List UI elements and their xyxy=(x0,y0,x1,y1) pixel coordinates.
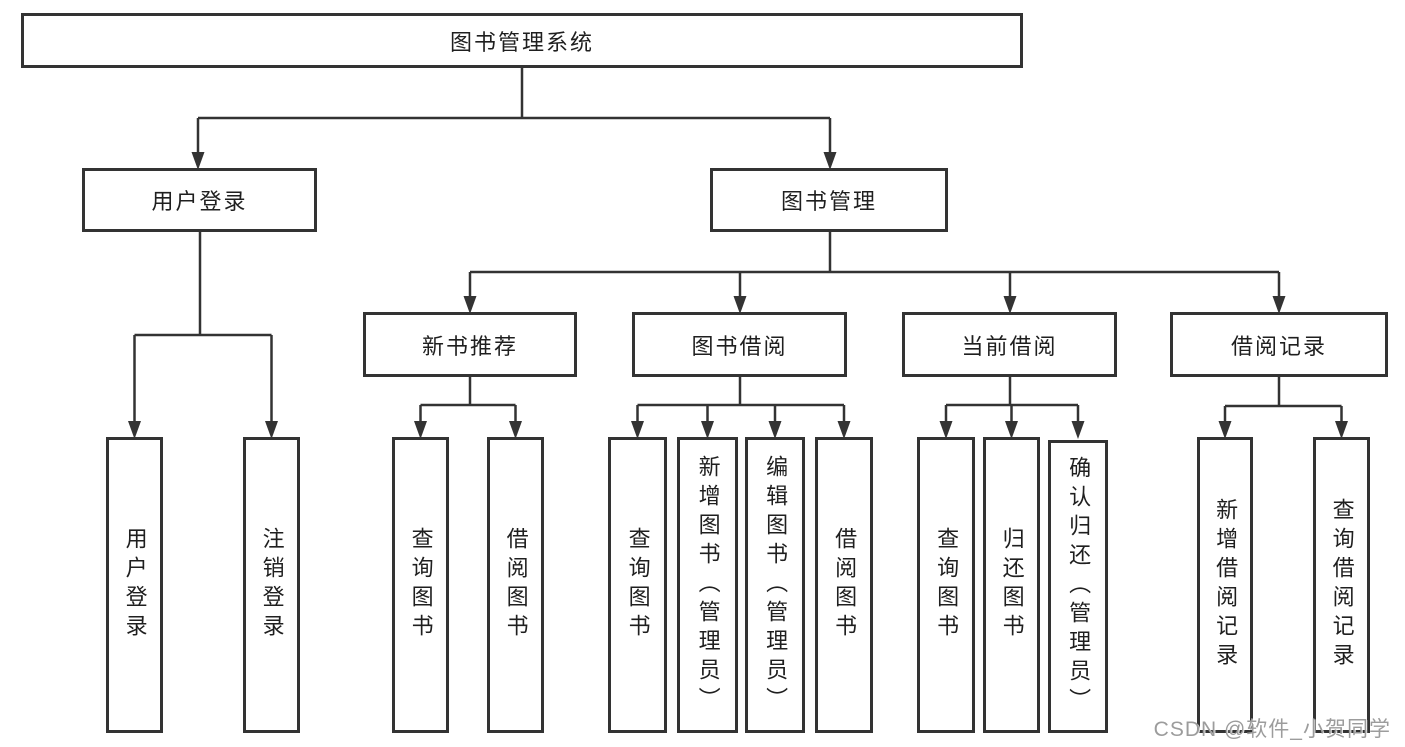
node-borrowing-records: 借阅记录 xyxy=(1170,312,1388,377)
leaf-query-borrow-record: 查询借阅记录 xyxy=(1313,437,1370,733)
node-label: 编辑图书（管理员） xyxy=(763,454,789,716)
node-user-login: 用户登录 xyxy=(82,168,317,232)
node-label: 归还图书 xyxy=(999,527,1025,643)
node-label: 用户登录 xyxy=(122,527,148,643)
leaf-borrowing-query-books: 查询图书 xyxy=(608,437,667,733)
node-label: 新增图书（管理员） xyxy=(695,454,721,716)
node-label: 确认归还（管理员） xyxy=(1066,456,1092,717)
node-label: 注销登录 xyxy=(259,527,285,643)
leaf-edit-books-admin: 编辑图书（管理员） xyxy=(745,437,805,733)
leaf-recommend-borrow-books: 借阅图书 xyxy=(487,437,544,733)
leaf-borrow-books: 借阅图书 xyxy=(815,437,873,733)
node-label: 新书推荐 xyxy=(421,333,518,359)
node-new-book-recommend: 新书推荐 xyxy=(363,312,577,377)
node-current-borrowing: 当前借阅 xyxy=(902,312,1117,377)
leaf-return-books: 归还图书 xyxy=(983,437,1040,733)
node-label: 当前借阅 xyxy=(961,333,1058,359)
leaf-logout: 注销登录 xyxy=(243,437,300,733)
arrowhead-icons xyxy=(128,152,1348,439)
node-label: 借阅图书 xyxy=(503,527,529,643)
node-label: 借阅图书 xyxy=(832,527,858,643)
node-book-management: 图书管理 xyxy=(710,168,948,232)
leaf-add-borrow-record: 新增借阅记录 xyxy=(1197,437,1253,733)
node-label: 新增借阅记录 xyxy=(1213,498,1239,672)
node-book-borrowing: 图书借阅 xyxy=(632,312,847,377)
leaf-confirm-return-admin: 确认归还（管理员） xyxy=(1048,440,1108,733)
leaf-user-login: 用户登录 xyxy=(106,437,163,733)
leaf-recommend-query-books: 查询图书 xyxy=(392,437,449,733)
node-label: 查询图书 xyxy=(408,527,434,643)
node-label: 图书管理系统 xyxy=(449,29,594,55)
node-label: 借阅记录 xyxy=(1230,333,1327,359)
node-label: 图书借阅 xyxy=(691,333,788,359)
watermark: CSDN @软件_小贺同学 xyxy=(1153,718,1391,741)
leaf-current-query-books: 查询图书 xyxy=(917,437,975,733)
node-label: 查询图书 xyxy=(934,527,960,643)
node-label: 用户登录 xyxy=(151,189,248,214)
node-label: 查询图书 xyxy=(625,527,651,643)
node-root-library-system: 图书管理系统 xyxy=(21,13,1023,68)
node-label: 图书管理 xyxy=(780,189,877,214)
node-label: 查询借阅记录 xyxy=(1329,498,1355,672)
leaf-add-books-admin: 新增图书（管理员） xyxy=(677,437,738,733)
